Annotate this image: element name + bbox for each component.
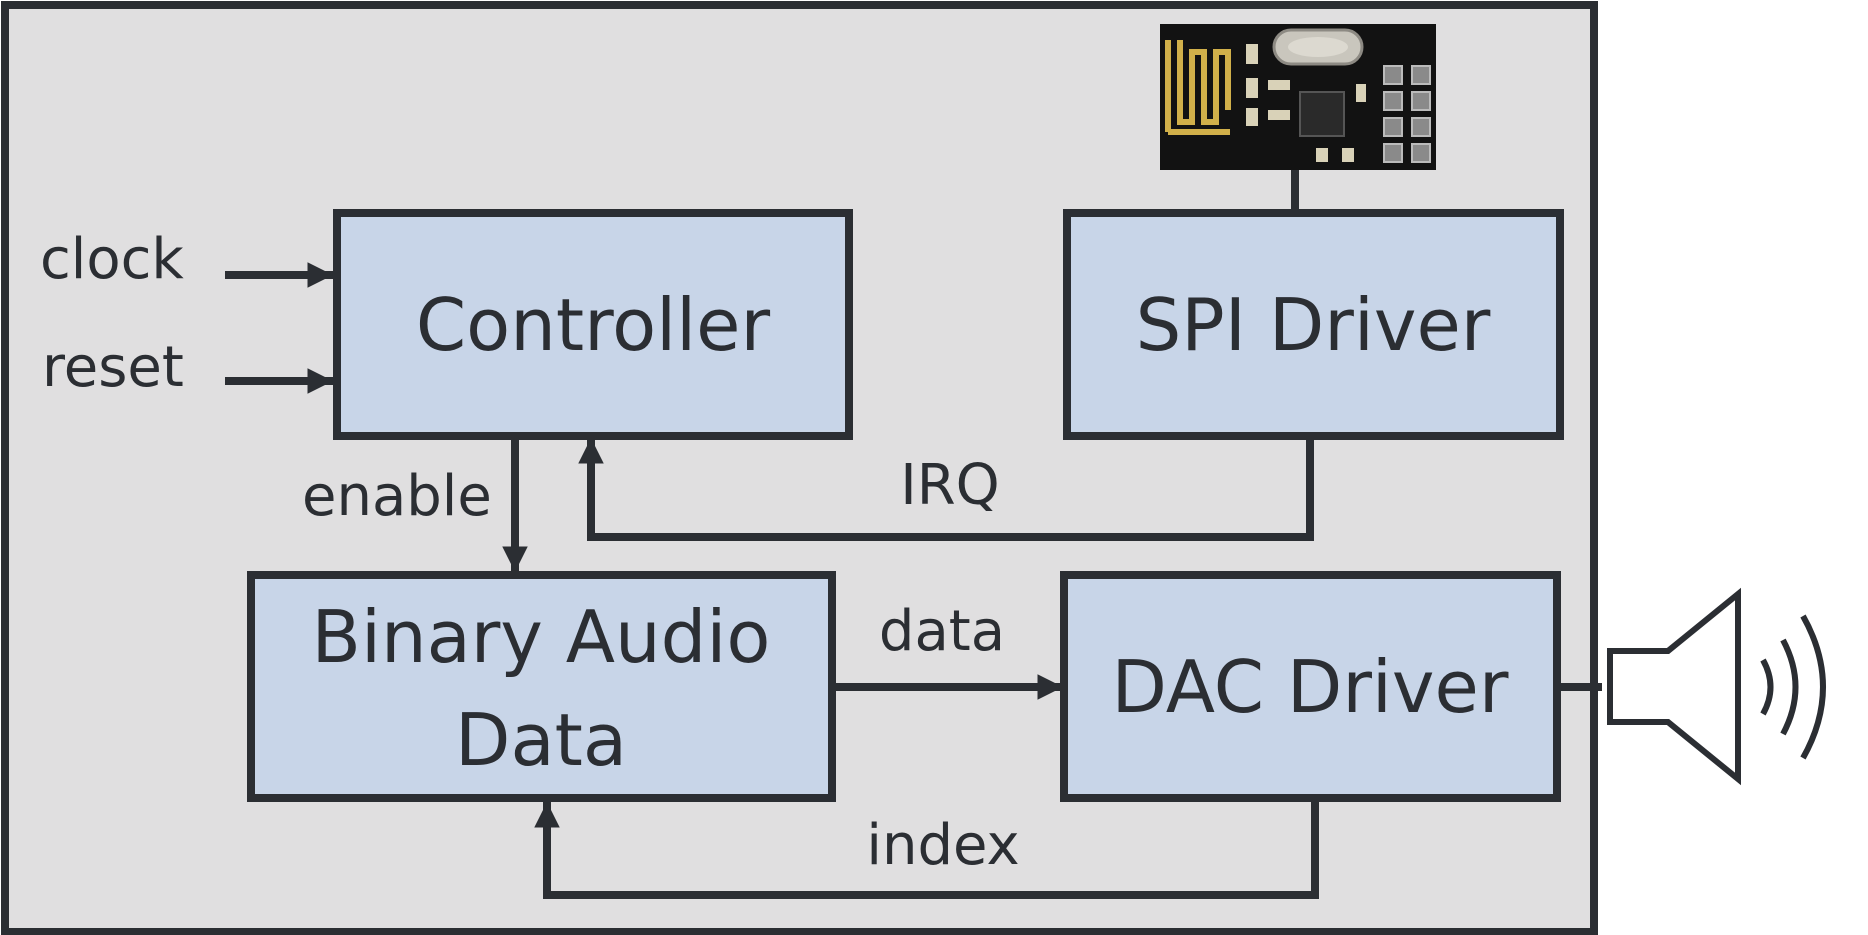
controller-block [333, 209, 853, 440]
spi-driver-block [1063, 209, 1564, 440]
irq-arrow [578, 436, 1314, 541]
spi-driver-label: SPI Driver [1136, 283, 1491, 367]
clock-label: clock [40, 227, 184, 292]
reset-label: reset [42, 335, 184, 400]
data-label: data [879, 599, 1005, 664]
nrf24-radio-module-icon [1160, 24, 1436, 170]
speaker-icon [1607, 587, 1826, 786]
binary-audio-data-label-line1: Binary Audio [312, 595, 771, 679]
controller-label: Controller [416, 283, 771, 367]
binary-audio-data-block [247, 571, 836, 802]
index-label: index [866, 813, 1019, 878]
enable-label: enable [302, 464, 492, 529]
dac-driver-block [1060, 571, 1561, 802]
irq-label: IRQ [900, 453, 1000, 518]
index-arrow [534, 797, 1319, 899]
binary-audio-data-label-line2: Data [455, 698, 627, 782]
dac-driver-label: DAC Driver [1112, 645, 1509, 729]
